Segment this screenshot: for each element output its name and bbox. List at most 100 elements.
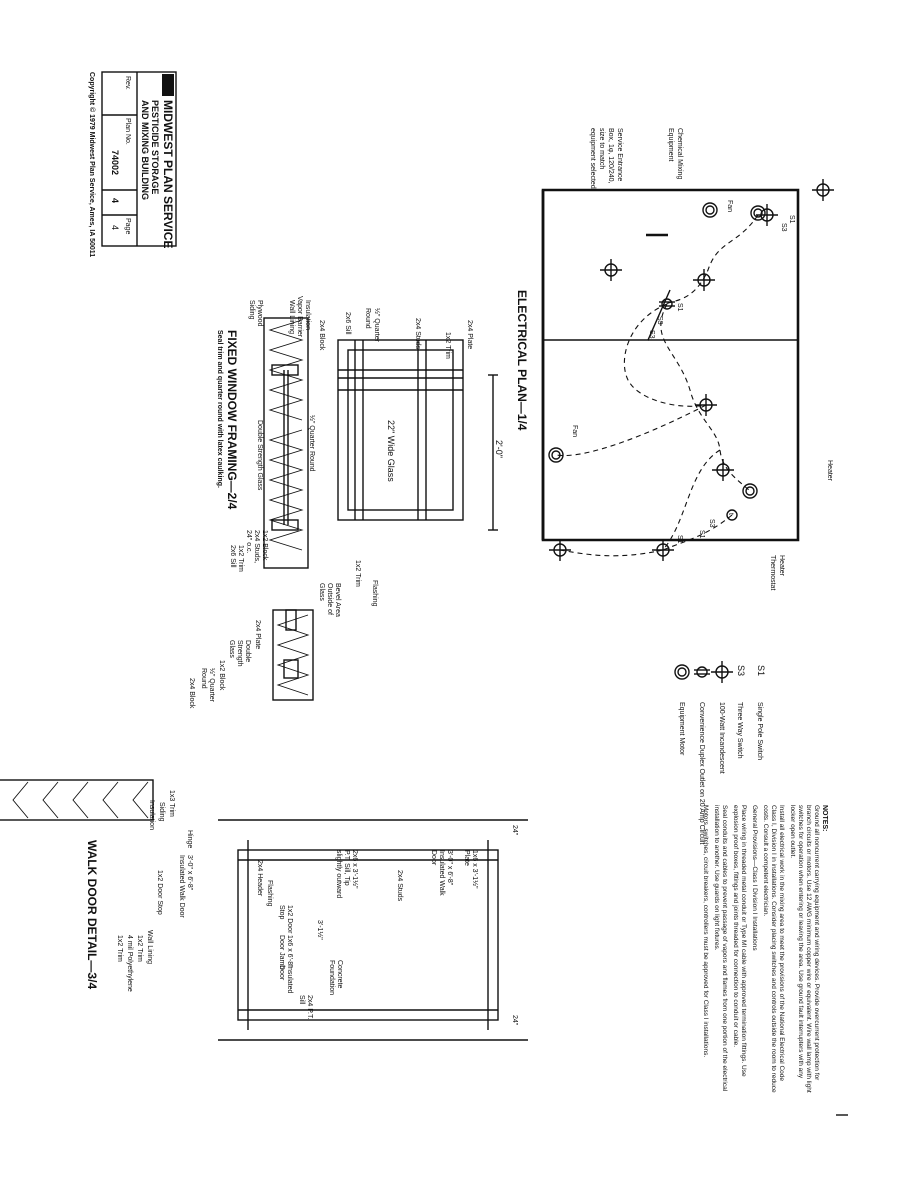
switch-label: S1 bbox=[788, 215, 795, 224]
ceiling-lamp-symbol bbox=[755, 203, 779, 227]
switch-label: S1 bbox=[698, 530, 705, 539]
chemical-mixing-label: Chemical Mixing Equipment bbox=[667, 128, 683, 179]
copyright: Copyright © 1979 Midwest Plan Service, A… bbox=[88, 72, 96, 257]
notes-body: Ground all noncurrent carrying equipment… bbox=[702, 805, 820, 1093]
plywood-siding-label: Siding bbox=[248, 300, 255, 320]
double-strength-glass-label: Double Strength Glass bbox=[256, 420, 263, 491]
plan-no: 74002 bbox=[110, 150, 120, 175]
legend-outlet-icon bbox=[694, 666, 710, 678]
door-label: Door bbox=[430, 850, 437, 866]
sill-pt-label: 2x4 P.T. bbox=[306, 995, 313, 1019]
trim-plan-label: 1x2 Trim bbox=[116, 935, 123, 962]
switch-label: S3 bbox=[780, 223, 787, 232]
dsg-right-label: Double bbox=[244, 640, 251, 662]
qr-right-label: Round bbox=[200, 668, 207, 689]
glass-label: 22" Wide Glass bbox=[386, 420, 396, 482]
svg-text:equipment selected: equipment selected bbox=[589, 128, 596, 189]
block-right-label: 1x2 Block bbox=[218, 660, 225, 691]
page-number: 4 bbox=[110, 225, 120, 230]
foundation-label: Concrete bbox=[336, 960, 343, 989]
notes-block: NOTES: Ground all noncurrent carrying eq… bbox=[702, 805, 848, 1116]
legend-motor-icon bbox=[674, 664, 690, 680]
svg-text:Service Entrance: Service Entrance bbox=[616, 128, 623, 181]
walk-door-title: WALK DOOR DETAIL—3/4 bbox=[85, 840, 99, 989]
door-jamb-label: Door Jamb bbox=[278, 935, 285, 969]
studs-label: 2x4 Studs bbox=[414, 318, 421, 350]
rotated-drawing-group: MIDWEST PLAN SERVICE PESTICIDE STORAGE A… bbox=[0, 71, 848, 1116]
studs-24-label: 24" o.c. bbox=[245, 530, 252, 554]
notes-paragraph: Place wiring in threaded metal conduit o… bbox=[732, 805, 747, 1077]
studs-24-label: 2x4 Studs, bbox=[253, 530, 260, 563]
walk-door-detail: 24" 24" 1x6 x 3'-1½" Plate 3'-0" x 6'-8"… bbox=[0, 779, 528, 1041]
insulated-door-label: Insulated bbox=[286, 965, 293, 994]
electrical-plan: t S1 S3 S1 S3 S3 S1 S3 S1 Service Entran… bbox=[515, 128, 835, 590]
svg-text:Box, 1φ, 120/240,: Box, 1φ, 120/240, bbox=[607, 128, 614, 184]
page-label: Page bbox=[124, 218, 131, 234]
sill-2x6-label: 2x6 Sill bbox=[229, 545, 236, 568]
door-stop-label: 1x2 Door bbox=[286, 905, 293, 934]
notes-paragraph: Seal conduits and cables to prevent pass… bbox=[713, 805, 728, 1092]
legend: S1 Single Pole Switch S3 Three Way Switc… bbox=[674, 660, 766, 844]
flashing-label: Flashing bbox=[371, 580, 378, 607]
quarter-round-2-label: ½" Quarter Round bbox=[308, 415, 316, 472]
insulated-door-label: Door bbox=[278, 965, 285, 981]
studs-label: 2x4 Studs bbox=[396, 870, 403, 902]
notes-heading: NOTES: bbox=[821, 805, 828, 831]
insulation-label: Insulation bbox=[148, 800, 155, 830]
svg-text:Chemical Mixing: Chemical Mixing bbox=[676, 128, 683, 179]
switch-label: S1 bbox=[676, 535, 683, 544]
service-entrance-label: Service Entrance Box, 1φ, 120/240, size … bbox=[589, 128, 623, 189]
trim-1x2-label: 1x2 Trim bbox=[237, 545, 244, 572]
door-label: 3'-0" x 6'-8" bbox=[446, 850, 453, 886]
trim-1x3-label: 1x3 Trim bbox=[168, 790, 175, 817]
motor-symbol bbox=[750, 205, 766, 221]
door-stop-label: Stop bbox=[278, 905, 285, 920]
legend-text: Three Way Switch bbox=[736, 702, 743, 759]
trim-plan-label: 1x2 Trim bbox=[136, 935, 143, 962]
qr-right-label: ½" Quarter bbox=[208, 668, 216, 703]
ceiling-lamp-symbol bbox=[692, 268, 716, 292]
fan-label: Fan bbox=[726, 200, 733, 212]
door-jamb-label: 1x6 x 6'-8" bbox=[286, 935, 293, 968]
plywood-siding-label: Plywood bbox=[256, 300, 263, 327]
ceiling-lamp-symbol bbox=[599, 258, 623, 282]
thermostat-symbol: t bbox=[726, 509, 738, 521]
wall-lining-label: Wall Lining bbox=[146, 930, 153, 964]
trim-label: 1x2 Trim bbox=[444, 332, 451, 359]
block-2x4-right-label: 2x4 Block bbox=[188, 678, 195, 709]
dsg-right-label: Strength bbox=[236, 640, 243, 667]
block-1x2-label: 1x2 Block bbox=[261, 530, 268, 561]
door-stop-plan-label: 1x2 Door Stop bbox=[156, 870, 163, 915]
poly-label: 4 mil Polyethylene bbox=[126, 935, 133, 992]
insulation-label: Insulation bbox=[304, 300, 311, 330]
legend-symbol: S1 bbox=[756, 665, 766, 676]
svg-text:Equipment: Equipment bbox=[667, 128, 674, 162]
window-framing-title: FIXED WINDOW FRAMING—2/4 bbox=[225, 330, 239, 510]
plate-label: Plate bbox=[463, 850, 470, 866]
sill-label: 2x6 x 3'-1½" bbox=[351, 850, 359, 889]
legend-text: Single Pole Switch bbox=[756, 702, 763, 760]
legend-lamp-icon bbox=[710, 660, 734, 684]
bevel-label: Outside of bbox=[326, 583, 333, 615]
dim-24-a: 24" bbox=[511, 825, 518, 836]
subtitle-1: PESTICIDE STORAGE bbox=[150, 100, 160, 194]
flashing-label: Flashing bbox=[266, 880, 273, 907]
foundation-label: Foundation bbox=[328, 960, 335, 995]
header-label: 2x4 Header bbox=[256, 860, 263, 897]
sill-label: P.T. Sill, Tip bbox=[343, 850, 350, 886]
thermostat-label: Heater bbox=[778, 555, 785, 577]
subtitle-2: AND MIXING BUILDING bbox=[140, 100, 150, 200]
quarter-round-label: ½" Quarter bbox=[373, 308, 381, 343]
sheet-number: 4 bbox=[110, 198, 120, 203]
heater-label: Heater bbox=[826, 460, 833, 482]
wall-lining-label: Wall Lining bbox=[288, 300, 295, 334]
width-label: 3'-1½" bbox=[316, 920, 324, 940]
dsg-right-label: Glass bbox=[228, 640, 235, 658]
walk-door-plan-label: Insulated Walk Door bbox=[178, 855, 185, 918]
quarter-round-label: Round bbox=[364, 308, 371, 329]
sill-pt-label: Sill bbox=[298, 995, 305, 1005]
notes-paragraph: Motors, switches, circuit breakers, cont… bbox=[702, 805, 709, 1058]
fan-label: Fan bbox=[571, 425, 578, 437]
sill-label: slightly outward bbox=[335, 850, 342, 898]
plan-no-label: Plan No. bbox=[124, 118, 131, 145]
